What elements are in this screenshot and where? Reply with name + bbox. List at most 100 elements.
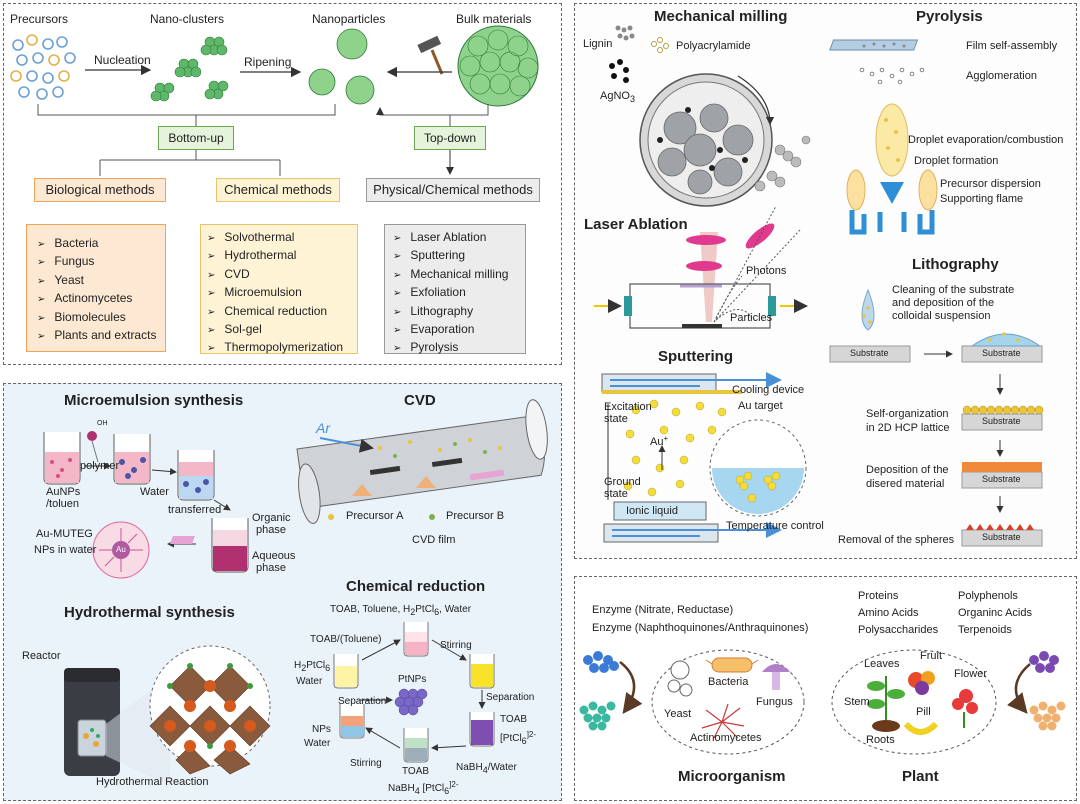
nanoparticles-label: Nanoparticles: [312, 12, 386, 26]
physical-methods-list: Laser Ablation Sputtering Mechanical mil…: [393, 229, 525, 358]
milling-jar: [639, 73, 775, 207]
list-item: Microemulsion: [207, 284, 357, 302]
agglomeration-label: Agglomeration: [966, 70, 1037, 82]
list-item: Hydrothermal: [207, 247, 357, 265]
stirring-label: Stirring: [440, 640, 472, 651]
terpenoids-label: Terpenoids: [958, 624, 1012, 636]
litho-desc-2: and deposition of the: [892, 297, 995, 309]
list-item: Yeast: [37, 272, 165, 290]
list-item: Laser Ablation: [393, 229, 525, 247]
top-down-box: Top-down: [414, 126, 486, 150]
removal-label: Removal of the spheres: [838, 534, 955, 546]
hydrothermal-reaction-label: Hydrothermal Reaction: [96, 776, 209, 788]
substrate-label-1: Substrate: [850, 348, 889, 358]
photons-label: Photons: [746, 265, 787, 277]
laser-ablation-graphic: [594, 205, 808, 329]
polyacrylamide-label: Polyacrylamide: [676, 40, 751, 52]
chemical-methods-header: Chemical methods: [216, 178, 340, 202]
mechanical-milling-title: Mechanical milling: [654, 8, 788, 25]
physical-methods-header: Physical/Chemical methods: [366, 178, 540, 202]
cr-beaker-2: [403, 622, 429, 657]
polymer-label: polymer: [80, 460, 120, 472]
substrate-label-3: Substrate: [982, 416, 1021, 426]
chemical-methods-list-box: Solvothermal Hydrothermal CVD Microemuls…: [200, 224, 358, 354]
droplet-evap-label: Droplet evaporation/combustion: [908, 134, 1064, 146]
aqueous-phase-label: phase: [256, 562, 286, 574]
ground-label: Ground: [604, 476, 641, 488]
pill-icon: [903, 721, 939, 735]
excitation-state-label: state: [604, 413, 628, 425]
yeast-label: Yeast: [664, 708, 692, 720]
litho-desc-3: colloidal suspension: [892, 310, 991, 322]
organic-phase-label: phase: [256, 524, 286, 536]
amino-acids-label: Amino Acids: [858, 607, 919, 619]
deposition-label-1: Deposition of the: [866, 464, 949, 476]
cr-reagents-label: TOAB, Toluene, H2PtCl6, Water: [330, 604, 472, 617]
cvd-film-label: CVD film: [412, 534, 456, 546]
ionic-liquid-label: Ionic liquid: [626, 505, 678, 517]
enzyme-2-label: Enzyme (Naphthoquinones/Anthraquinones): [592, 622, 809, 634]
ptnps-label: PtNPs: [398, 674, 427, 685]
cvd-tube: [296, 399, 548, 524]
nano-clusters-label: Nano-clusters: [150, 12, 225, 26]
hydrothermal-reactor: [64, 668, 170, 786]
toab2-label: TOAB: [402, 766, 430, 777]
self-org-label-1: Self-organization: [866, 408, 949, 420]
droplet-formation-label: Droplet formation: [914, 155, 999, 167]
separation2-label: Separation: [338, 696, 387, 707]
yeast-icon: [667, 660, 693, 697]
ptnps-cluster: [394, 688, 428, 716]
beaker-1: [43, 432, 81, 485]
water-label: Water: [140, 486, 169, 498]
h2ptcl6-label: H2PtCl6: [294, 660, 331, 673]
beaker-2: [113, 434, 151, 485]
sputtering-graphic: [601, 372, 807, 543]
separation-label: Separation: [486, 692, 535, 703]
ripening-label: Ripening: [244, 55, 292, 69]
cr-beaker-4: [469, 712, 495, 747]
biological-methods-header: Biological methods: [34, 178, 166, 202]
list-item: Evaporation: [393, 321, 525, 339]
oh-label: OH: [97, 420, 108, 427]
list-item: Thermopolymerization: [207, 339, 357, 357]
aunps-label: AuNPs: [46, 486, 81, 498]
microorganism-title: Microorganism: [678, 768, 786, 785]
agno3-dots: [609, 59, 629, 83]
polyacrylamide-dots: [651, 37, 669, 53]
precursor-dispersion-label: Precursor dispersion: [940, 178, 1041, 190]
flower-label: Flower: [954, 668, 988, 680]
lignin-dots: [615, 25, 635, 41]
supporting-flame-label: Supporting flame: [940, 193, 1024, 205]
self-org-label-2: in 2D HCP lattice: [866, 422, 950, 434]
fungus-label: Fungus: [756, 696, 793, 708]
nps-label: NPs: [312, 724, 331, 735]
nucleation-label: Nucleation: [94, 53, 151, 67]
ar-label: Ar: [316, 420, 330, 436]
substrate-label-4: Substrate: [982, 474, 1021, 484]
sputtering-title: Sputtering: [658, 348, 733, 365]
nps-in-water-label: NPs in water: [34, 544, 97, 556]
fungus-icon: [762, 664, 790, 690]
cr-beaker-3: [469, 654, 495, 689]
precursors-graphic: [10, 34, 76, 100]
cvd-title: CVD: [404, 392, 436, 409]
au-plus-label: Au+: [650, 434, 669, 448]
cr-beaker-6: [339, 704, 365, 739]
list-item: Chemical reduction: [207, 303, 357, 321]
bacteria-label: Bacteria: [708, 676, 749, 688]
organic-acids-label: Organinc Acids: [958, 607, 1032, 619]
list-item: Pyrolysis: [393, 339, 525, 357]
list-item: Mechanical milling: [393, 266, 525, 284]
nanoparticles-graphic: [308, 28, 375, 105]
list-item: Actinomycetes: [37, 290, 165, 308]
beaker-4: [211, 518, 249, 573]
hydrothermal-title: Hydrothermal synthesis: [64, 604, 235, 621]
au-core-label: Au: [116, 545, 126, 554]
enzyme-1-label: Enzyme (Nitrate, Reductase): [592, 604, 734, 616]
lignin-label: Lignin: [583, 38, 613, 50]
actinomycetes-icon: [701, 703, 745, 739]
au-muteg-particle: [92, 521, 150, 579]
nabh4-water-label: NaBH4/Water: [456, 762, 517, 775]
toluen-label: /toluen: [46, 498, 80, 510]
